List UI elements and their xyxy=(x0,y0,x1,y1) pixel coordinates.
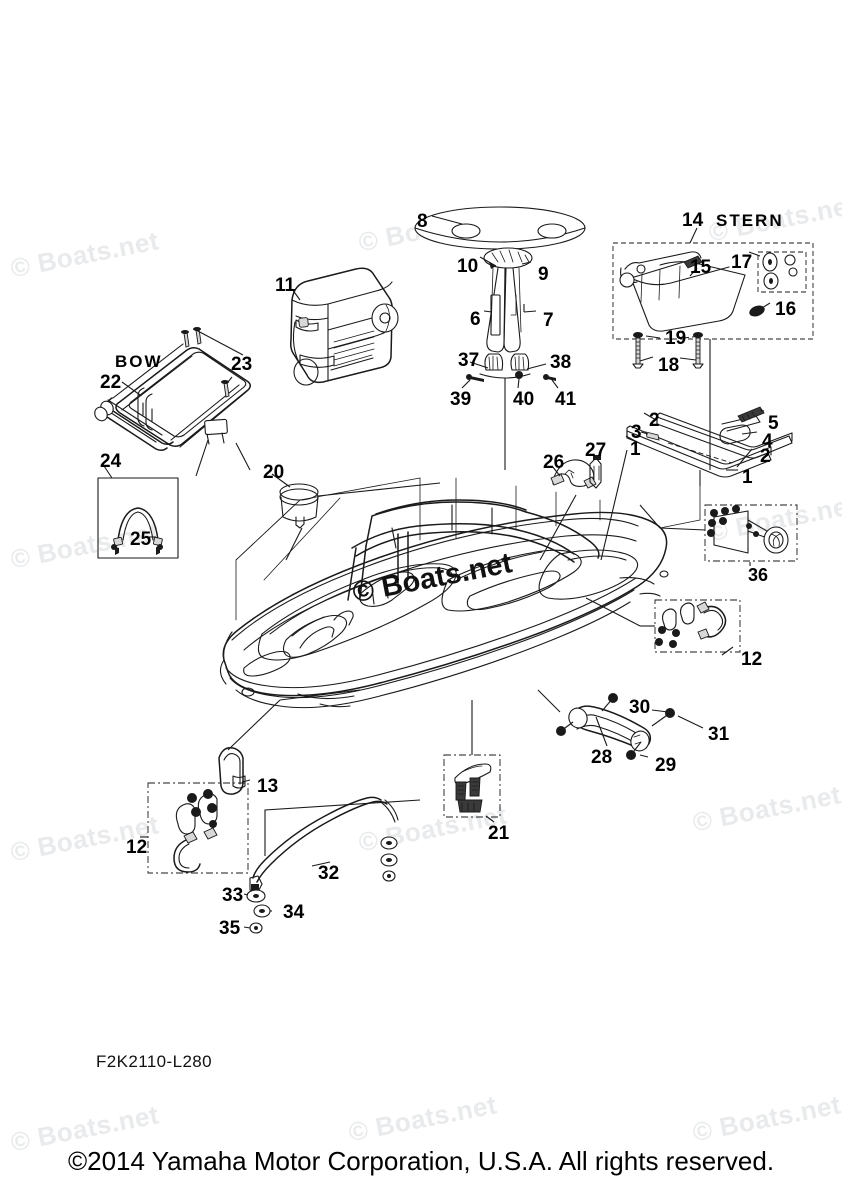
part-20-cup-holder xyxy=(271,473,441,561)
callout-26: 26 xyxy=(543,452,565,473)
part-12-left-detail-box xyxy=(140,782,249,874)
callout-27: 27 xyxy=(585,440,607,461)
callout-10: 10 xyxy=(457,256,479,277)
callout-6: 6 xyxy=(470,309,481,330)
callout-17: 17 xyxy=(731,252,753,273)
callout-5: 5 xyxy=(768,413,779,434)
callout-35: 35 xyxy=(219,918,241,939)
callout-2: 2 xyxy=(760,446,771,467)
callout-14: 14 xyxy=(682,210,704,231)
callout-31: 31 xyxy=(708,724,730,745)
part-14-stern-assembly xyxy=(612,227,814,470)
copyright-notice: ©2014 Yamaha Motor Corporation, U.S.A. A… xyxy=(67,1146,775,1176)
callout-13: 13 xyxy=(257,776,279,797)
part-37-41-mount-hardware xyxy=(461,353,559,470)
callout-39: 39 xyxy=(450,389,472,410)
callout-38: 38 xyxy=(550,352,572,373)
callout-21: 21 xyxy=(488,823,510,844)
callout-30: 30 xyxy=(629,697,651,718)
part-32-35-pylon xyxy=(243,796,421,934)
callout-3: 3 xyxy=(631,422,642,443)
callout-1: 1 xyxy=(630,439,641,460)
part-12-right-detail-box xyxy=(585,597,741,656)
callout-40: 40 xyxy=(513,389,535,410)
part-22-23-bow-rails xyxy=(94,327,251,477)
section-label-stern: STERN xyxy=(716,211,784,230)
part-24-25-detail-box xyxy=(97,465,179,559)
callout-12: 12 xyxy=(126,837,148,858)
callout-18: 18 xyxy=(658,355,680,376)
callout-36: 36 xyxy=(748,565,769,585)
part-21-detail-box xyxy=(443,700,501,823)
part-28-31-stern-handle xyxy=(537,689,704,760)
section-label-bow: BOW xyxy=(115,352,163,371)
callout-9: 9 xyxy=(538,264,549,285)
callout-7: 7 xyxy=(543,310,554,331)
diagram-part-number: F2K2110-L280 xyxy=(96,1052,213,1071)
main-boat-hull xyxy=(219,477,701,709)
part-13-bow-handle xyxy=(218,689,361,795)
part-1-5-tow-frame xyxy=(600,406,793,561)
callout-8: 8 xyxy=(417,211,428,232)
part-26-27-latch xyxy=(539,455,602,561)
callout-16: 16 xyxy=(775,299,797,320)
callout-12: 12 xyxy=(741,649,763,670)
callout-19: 19 xyxy=(665,328,687,349)
callout-2: 2 xyxy=(649,410,660,431)
callout-25: 25 xyxy=(130,529,152,550)
callout-37: 37 xyxy=(458,350,480,371)
callout-24: 24 xyxy=(100,451,122,472)
part-9-10-pedestal-cap xyxy=(479,247,533,269)
callout-15: 15 xyxy=(690,257,712,278)
callout-11: 11 xyxy=(275,275,296,296)
callout-1: 1 xyxy=(742,467,753,488)
callout-22: 22 xyxy=(100,372,122,393)
callout-20: 20 xyxy=(263,462,285,483)
callout-34: 34 xyxy=(283,902,305,923)
callout-4: 4 xyxy=(762,431,773,452)
part-11-cooler xyxy=(290,267,399,386)
callout-28: 28 xyxy=(591,747,613,768)
callout-32: 32 xyxy=(318,863,340,884)
part-8-table-top xyxy=(414,206,586,250)
callout-41: 41 xyxy=(555,389,577,410)
part-6-7-pedestal-legs xyxy=(483,267,537,353)
part-36-detail-box xyxy=(639,504,798,566)
callout-23: 23 xyxy=(231,354,253,375)
callout-29: 29 xyxy=(655,755,677,776)
callout-33: 33 xyxy=(222,885,244,906)
